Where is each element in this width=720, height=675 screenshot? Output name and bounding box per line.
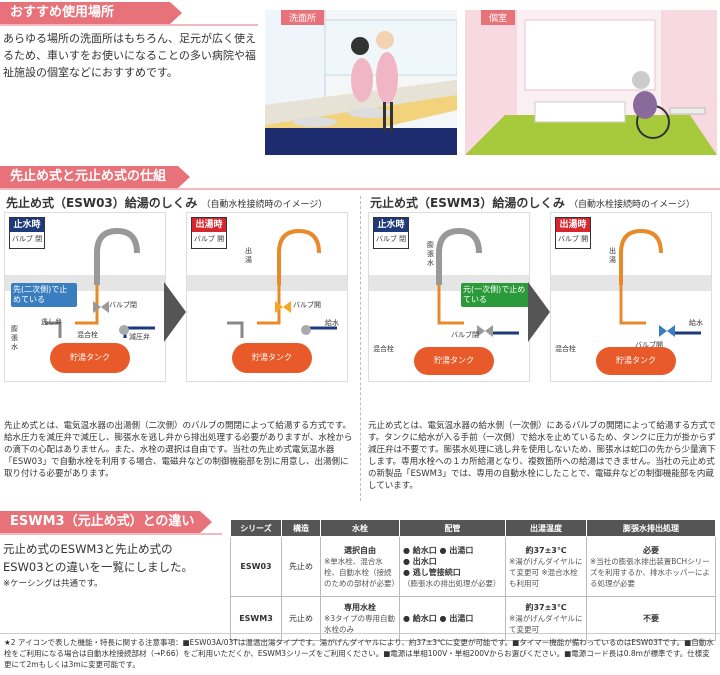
valve-open-label: バルブ開 (635, 341, 663, 349)
drain-sub: ※当社の膨張水排出装置BCHシリーズを利用するか、排水ホッパーによる処理が必要 (590, 556, 710, 588)
pipe-line: ● 給水口 ● 出湯口 (403, 614, 474, 623)
valve-open-label: バルブ開 (293, 301, 321, 309)
faucet-sub: ※3タイプの専用自動水栓のみ (324, 614, 396, 634)
recommend-text: あらゆる場所の洗面所はもちろん、足元が広く使えるため、車いすをお使いになることの… (3, 32, 256, 79)
faucet-main: 専用水栓 (344, 603, 376, 612)
table-row: ESW03 先止め 選択自由 ※単水栓、混合水栓、自動水栓（接続のための部材が必… (230, 536, 716, 597)
esw03-open-diagram: 出湯時 バルブ 開 出湯 バルブ開 給水 貯湯タンク (186, 212, 348, 382)
header-series: シリーズ (230, 519, 282, 537)
mixing-valve-label: 混合栓 (373, 345, 394, 353)
valve-closed-label: バルブ閉 (109, 301, 137, 309)
open-state-badge: 出湯時 バルブ 開 (191, 217, 227, 249)
cell-piping: ● 給水口 ● 出湯口 ● 出水口 ● 逃し管接続口 （膨張水の排出処理が必要） (399, 536, 506, 597)
flow-arrow-right (528, 282, 550, 342)
drain-main: 不要 (643, 614, 659, 623)
cell-faucet: 選択自由 ※単水栓、混合水栓、自動水栓（接続のための部材が必要） (320, 536, 400, 597)
cell-temperature: 約37±3℃ ※湯がげんダイヤルにて変更可 ※混合水栓も利用可 (505, 536, 587, 597)
header-faucet: 水栓 (320, 519, 400, 537)
pipe-line: ● 出水口 (403, 556, 437, 566)
recommend-heading: おすすめ使用場所 (0, 2, 182, 24)
footnote: ★2 アイコンで表した機能・特長に関する注意事項：■ESW03A/03Tは温温出… (4, 638, 714, 669)
callout-primary-stop: 元(一次側)で止めている (461, 283, 529, 307)
mechanism-divider (0, 188, 720, 190)
pipe-line: ● 給水口 ● 出湯口 (403, 545, 474, 555)
right-mechanism-desc: 元止め式とは、電気温水器の給水側（一次側）にあるバルブの開閉によって給湯する方式… (368, 421, 716, 491)
recommend-divider (0, 24, 258, 26)
storage-tank: 貯湯タンク (414, 347, 494, 375)
header-temperature: 出湯温度 (505, 519, 587, 537)
pipe-sub: （膨張水の排出処理が必要） (403, 578, 501, 588)
photo-private-room-label: 個室 (481, 10, 516, 25)
compare-note: ※ケーシングは共通です。 (3, 579, 103, 589)
faucet-sub: ※単水栓、混合水栓、自動水栓（接続のための部材が必要） (324, 556, 399, 588)
drain-main: 必要 (643, 545, 659, 555)
header-structure: 構造 (281, 519, 321, 537)
mixing-valve-label: 混合栓 (77, 331, 98, 339)
temp-sub: ※湯がげんダイヤルにて変更可 (509, 614, 583, 634)
private-room-illustration (465, 10, 717, 155)
storage-tank: 貯湯タンク (596, 347, 676, 375)
washroom-illustration (265, 10, 457, 155)
valve-closed-label: バルブ閉 (451, 331, 479, 339)
counter-top (187, 275, 347, 291)
left-mechanism-desc: 先止め式とは、電気温水器の出湯側（二次側）のバルブの開閉によって給湯する方式です… (4, 421, 353, 479)
flow-arrow-left (164, 282, 186, 342)
comparison-table: シリーズ 構造 水栓 配管 出湯温度 膨張水排出処理 ESW03 先止め 選択自… (230, 519, 716, 641)
expansion-water-label: 膨張水 (427, 241, 434, 267)
pipe-line: ● 逃し管接続口 (403, 567, 461, 577)
eswm3-open-pipes (619, 228, 701, 337)
mechanism-separator (360, 196, 361, 501)
counter-top (551, 275, 711, 291)
supply-label: 給水 (689, 319, 703, 327)
storage-tank: 貯湯タンク (232, 343, 312, 373)
relief-valve-label: 逃し弁 (41, 318, 62, 326)
footnote-divider (0, 633, 720, 634)
header-piping: 配管 (399, 519, 506, 537)
mechanism-heading: 先止め式と元止め式の仕組み (0, 166, 190, 206)
cell-drain: 必要 ※当社の膨張水排出装置BCHシリーズを利用するか、排水ホッパーによる処理が… (586, 536, 716, 597)
storage-tank: 貯湯タンク (50, 343, 130, 373)
photo-washroom: 洗面所 (265, 10, 457, 155)
cell-structure: 先止め (281, 536, 321, 597)
expansion-water-label: 膨張水 (11, 325, 18, 351)
header-drain: 膨張水排出処理 (586, 519, 716, 537)
pressure-valve-label: 減圧弁 (129, 333, 150, 341)
photo-washroom-label: 洗面所 (281, 10, 325, 25)
photo-private-room: 個室 (465, 10, 717, 155)
temp-main: 約37±3℃ (525, 603, 567, 612)
callout-secondary-stop: 先(二次側)で止めている (11, 283, 77, 307)
mixing-valve-label: 混合栓 (555, 345, 576, 353)
open-state-badge: 出湯時 バルブ 開 (555, 217, 591, 249)
temp-sub: ※湯がげんダイヤルにて変更可 ※混合水栓も利用可 (509, 556, 583, 588)
closed-state-badge: 止水時 バルブ 閉 (9, 217, 45, 249)
supply-label: 給水 (325, 319, 339, 327)
eswm3-closed-diagram: 止水時 バルブ 閉 膨張水 元(一次側)で止めている バルブ閉 混合栓 貯湯タン… (368, 212, 530, 382)
esw03-closed-diagram: 止水時 バルブ 閉 先(二次側)で止めている バルブ閉 逃し弁 混合栓 減圧弁 … (4, 212, 166, 382)
left-mechanism-heading: 先止め式（ESW03）給湯のしくみ （自動水栓接続時のイメージ） (6, 196, 328, 210)
right-mechanism-heading: 元止め式（ESWM3）給湯のしくみ （自動水栓接続時のイメージ） (370, 196, 695, 210)
compare-heading: ESWM3（元止め式）との違い一覧 (0, 511, 212, 551)
esw03-closed-pipes (45, 227, 155, 338)
compare-text: 元止め式のESWM3と先止め式のESW03との違いを一覧にしました。 (3, 542, 193, 574)
eswm3-closed-pipes (436, 227, 519, 337)
closed-state-badge: 止水時 バルブ 閉 (373, 217, 409, 249)
table-header-row: シリーズ 構造 水栓 配管 出湯温度 膨張水排出処理 (230, 519, 716, 537)
esw03-open-pipes (227, 228, 337, 338)
eswm3-open-diagram: 出湯時 バルブ 開 出湯 給水 バルブ開 混合栓 貯湯タンク (550, 212, 712, 382)
compare-divider (0, 533, 222, 535)
outlet-label: 出湯 (245, 247, 252, 264)
temp-main: 約37±3℃ (525, 545, 567, 555)
faucet-main: 選択自由 (344, 545, 376, 555)
outlet-label: 出湯 (609, 247, 616, 264)
cell-series: ESW03 (230, 536, 282, 597)
